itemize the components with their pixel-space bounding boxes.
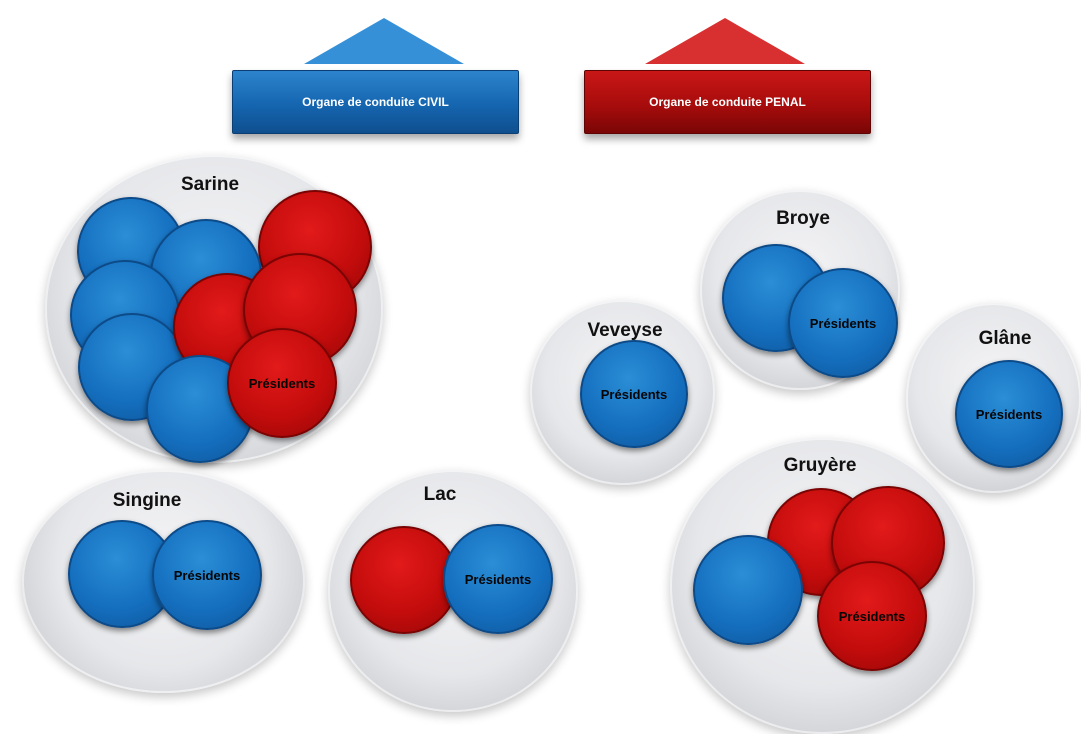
- penal-organ-label: Organe de conduite PENAL: [649, 95, 806, 109]
- group-title-glane: Glâne: [978, 328, 1032, 349]
- group-title-broye: Broye: [776, 208, 830, 229]
- disc-gruyere-presidents: Présidents: [817, 561, 927, 671]
- disc-veveyse-presidents: Présidents: [580, 340, 688, 448]
- disc-sarine-presidents: Présidents: [227, 328, 337, 438]
- group-title-gruyere: Gruyère: [783, 455, 857, 476]
- disc-gruyere-civil-1: [693, 535, 803, 645]
- disc-label: Présidents: [809, 315, 877, 331]
- civil-organ-box: Organe de conduite CIVIL: [232, 70, 519, 134]
- penal-triangle-icon: [645, 18, 805, 64]
- disc-lac-presidents: Présidents: [443, 524, 553, 634]
- civil-triangle-icon: [304, 18, 464, 64]
- disc-label: Présidents: [975, 406, 1043, 422]
- disc-label: Présidents: [173, 567, 241, 583]
- disc-label: Présidents: [600, 386, 668, 402]
- civil-organ-label: Organe de conduite CIVIL: [302, 95, 449, 109]
- disc-label: Présidents: [838, 608, 906, 624]
- disc-label: Présidents: [464, 571, 532, 587]
- disc-lac-penal-1: [350, 526, 458, 634]
- disc-glane-presidents: Présidents: [955, 360, 1063, 468]
- group-title-singine: Singine: [112, 490, 182, 511]
- group-title-veveyse: Veveyse: [587, 320, 663, 341]
- group-title-sarine: Sarine: [180, 174, 240, 195]
- disc-singine-presidents: Présidents: [152, 520, 262, 630]
- disc-label: Présidents: [248, 375, 316, 391]
- group-title-lac: Lac: [423, 484, 457, 505]
- penal-organ-box: Organe de conduite PENAL: [584, 70, 871, 134]
- disc-broye-presidents: Présidents: [788, 268, 898, 378]
